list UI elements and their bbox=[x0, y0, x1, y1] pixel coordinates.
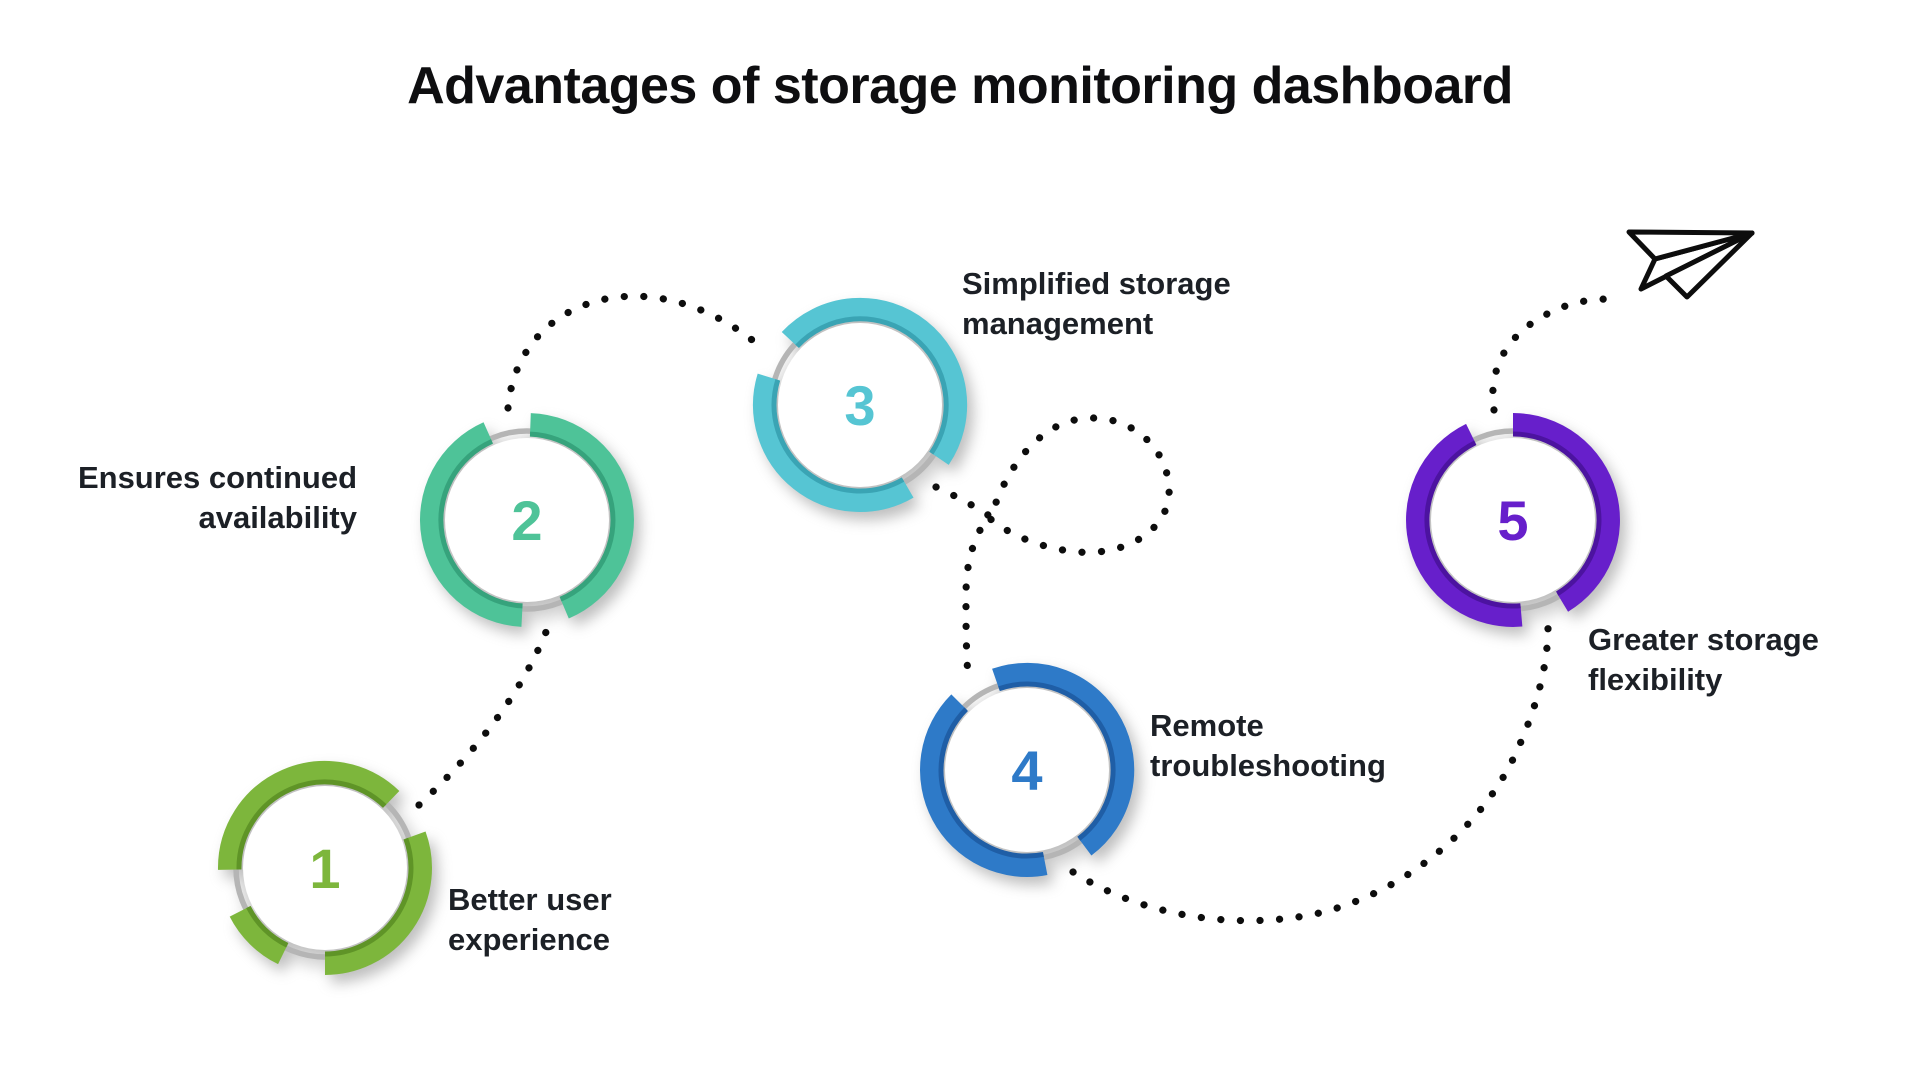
badge-step-4 bbox=[920, 662, 1135, 877]
badge-inner-circle bbox=[1431, 438, 1595, 602]
badge-ring-arc bbox=[781, 297, 968, 465]
badge-ring-inner-rim bbox=[938, 707, 1044, 859]
badge-ring-inner-rim bbox=[771, 379, 905, 494]
page-title: Advantages of storage monitoring dashboa… bbox=[407, 57, 1513, 115]
badge-ring-inner-rim bbox=[1512, 431, 1602, 596]
badge-number-1: 1 bbox=[309, 837, 340, 900]
badge-inner-circle bbox=[243, 786, 407, 950]
badge-ring-arc bbox=[753, 373, 914, 512]
badge-ring-inner-rim bbox=[236, 779, 387, 870]
step-label-5: Greater storage flexibility bbox=[1588, 622, 1819, 697]
badge-ring-arc bbox=[529, 413, 634, 619]
badge-inner-circle bbox=[945, 688, 1109, 852]
paper-plane-icon bbox=[1626, 229, 1755, 300]
badge-ring-inner-rim bbox=[1424, 440, 1521, 609]
dotted-path-step2-step3 bbox=[504, 292, 767, 412]
badge-ring-inner-rim bbox=[246, 905, 289, 948]
badge-number-4: 4 bbox=[1011, 739, 1042, 802]
badge-step-1 bbox=[217, 760, 432, 975]
paper-plane-lower-wing bbox=[1663, 230, 1755, 300]
badge-number-3: 3 bbox=[844, 374, 875, 437]
step-label-3: Simplified storage management bbox=[962, 266, 1231, 341]
badge-step-5 bbox=[1406, 413, 1620, 627]
badge-ring-arc bbox=[229, 906, 289, 965]
badge-ring-arc bbox=[324, 831, 432, 975]
badge-inner-circle bbox=[445, 438, 609, 602]
step-label-4: Remote troubleshooting bbox=[1150, 708, 1386, 783]
badge-ring-arc bbox=[992, 662, 1135, 856]
badge-ring-arc bbox=[217, 760, 400, 870]
badge-number-5: 5 bbox=[1497, 489, 1528, 552]
paper-plane-upper-wing bbox=[1626, 229, 1755, 262]
dotted-path-step4-step5 bbox=[1069, 623, 1552, 925]
dotted-path-step5-plane bbox=[1489, 295, 1626, 414]
badge-ring-inner-rim bbox=[529, 431, 616, 602]
badge-ring-arc bbox=[1406, 423, 1523, 627]
step-label-2: Ensures continued availability bbox=[77, 460, 357, 535]
badge-step-2 bbox=[419, 413, 634, 627]
badge-ring-inner-rim bbox=[324, 837, 414, 957]
badge-ring-arc bbox=[1512, 413, 1620, 612]
dotted-path-step3-step4-loop bbox=[932, 414, 1173, 680]
badge-ring-inner-rim bbox=[998, 681, 1116, 841]
badge-rings bbox=[217, 297, 1620, 975]
badge-inner-circle bbox=[778, 323, 942, 487]
badge-number-2: 2 bbox=[511, 489, 542, 552]
dotted-path-step1-step2 bbox=[415, 628, 550, 809]
badge-ring-inner-rim bbox=[795, 316, 949, 455]
badge-numbers: 1 2 3 4 5 bbox=[309, 374, 1528, 900]
badge-ring-arc bbox=[419, 422, 523, 627]
step-label-1: Better user experience bbox=[448, 882, 612, 957]
badge-step-3 bbox=[753, 297, 968, 512]
badge-ring-arc bbox=[920, 694, 1048, 877]
badge-ring-inner-rim bbox=[438, 439, 523, 609]
